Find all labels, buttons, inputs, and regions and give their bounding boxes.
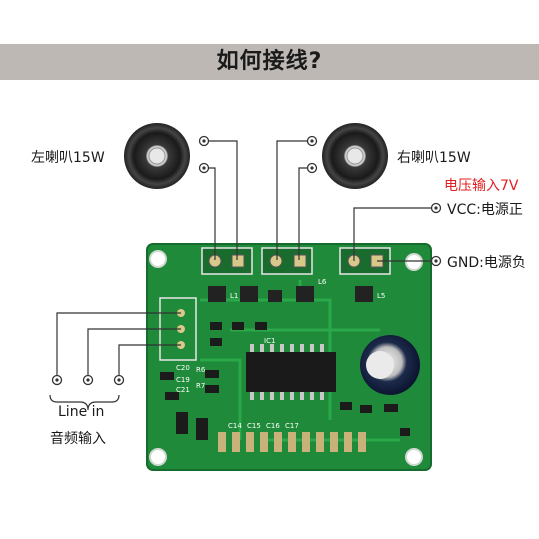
board-silkscreen: C20 <box>176 364 190 372</box>
board-silkscreen: L5 <box>377 292 385 300</box>
header-bar <box>0 44 539 80</box>
board-silkscreen: C17 <box>285 422 299 430</box>
left-speaker-label: 左喇叭15W <box>31 150 105 166</box>
audio-input-label: 音频输入 <box>50 431 106 447</box>
inductor <box>208 286 226 302</box>
speaker-terminal-right <box>261 247 313 275</box>
line-in-label: Line in <box>58 404 105 420</box>
voltage-note: 电压输入7V <box>444 178 519 194</box>
page-title: 如何接线? <box>216 49 323 74</box>
board-silkscreen: L6 <box>318 278 327 286</box>
speaker-terminal-left <box>201 247 253 275</box>
inductor <box>355 286 373 302</box>
board-silkscreen: IC1 <box>264 337 275 345</box>
electrolytic-capacitor <box>360 335 420 395</box>
inductor <box>240 286 258 302</box>
board-silkscreen: R7 <box>196 382 205 390</box>
mount-hole <box>149 448 167 466</box>
resistor-row <box>218 432 366 452</box>
line-in-brace <box>49 394 120 411</box>
amplifier-ic <box>246 344 336 400</box>
board-silkscreen: C21 <box>176 386 190 394</box>
gnd-label: GND:电源负 <box>447 255 526 271</box>
board-silkscreen: L1 <box>230 292 238 300</box>
board-silkscreen: C19 <box>176 376 190 384</box>
board-silkscreen: C14 <box>228 422 242 430</box>
left-speaker-icon <box>124 123 190 189</box>
smd-components <box>160 322 410 440</box>
inductor <box>296 286 314 302</box>
vcc-label: VCC:电源正 <box>447 202 523 218</box>
amplifier-board: IC1 L1 L5 L6 C19 C20 C21 C14 C15 C16 C17… <box>146 243 432 471</box>
right-speaker-label: 右喇叭15W <box>397 150 471 166</box>
right-speaker-icon <box>322 123 388 189</box>
connection-wires <box>56 140 436 378</box>
board-silkscreen: R6 <box>196 366 206 374</box>
board-silkscreen: C15 <box>247 422 261 430</box>
mount-hole <box>405 253 423 271</box>
board-silkscreen: C16 <box>266 422 280 430</box>
mount-hole <box>405 448 423 466</box>
mount-hole <box>149 250 167 268</box>
inductor <box>268 290 282 302</box>
